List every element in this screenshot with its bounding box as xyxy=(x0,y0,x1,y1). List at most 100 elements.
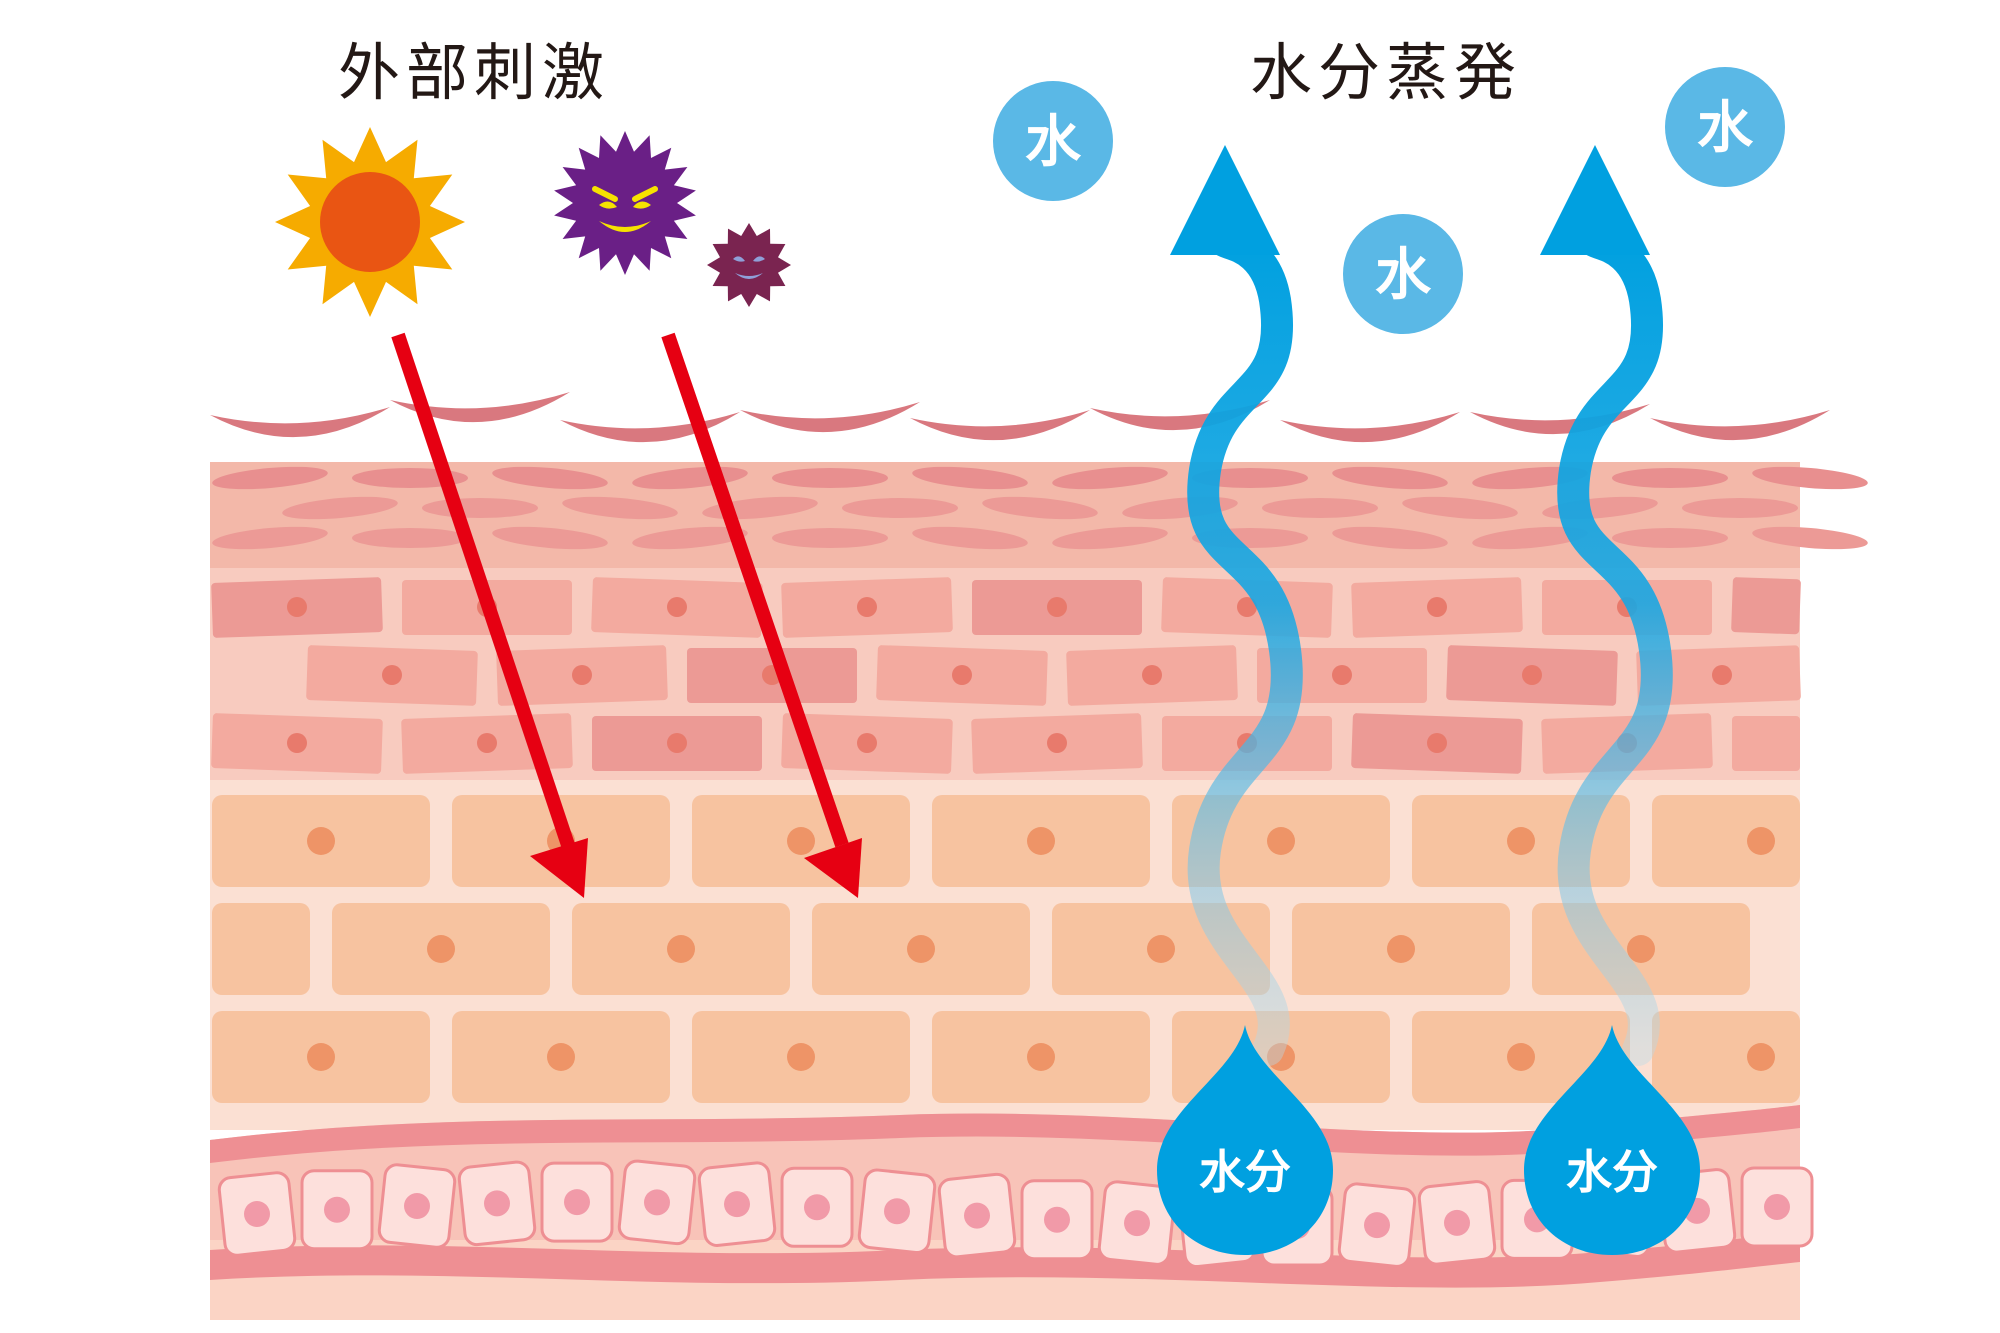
horny-cell xyxy=(1752,526,1868,550)
horny-cell xyxy=(422,498,538,518)
cell-nucleus xyxy=(244,1201,270,1227)
horny-cell xyxy=(1262,498,1378,518)
cell-nucleus xyxy=(1387,935,1415,963)
cell-nucleus xyxy=(857,733,877,753)
horny-cell xyxy=(212,526,328,550)
cell-nucleus xyxy=(484,1190,510,1217)
cell-nucleus xyxy=(787,827,815,855)
flake-cell xyxy=(1090,400,1270,431)
virus-icon xyxy=(554,131,696,275)
cell-nucleus xyxy=(572,665,592,685)
horny-cell xyxy=(772,528,888,548)
spinous-cell xyxy=(212,903,310,995)
water-drop-icon: 水分 xyxy=(1524,1025,1700,1255)
cell-nucleus xyxy=(1747,1043,1775,1071)
horny-cell xyxy=(1612,468,1728,488)
cell-nucleus xyxy=(1124,1210,1150,1237)
horny-cell xyxy=(912,526,1028,550)
horny-cell xyxy=(282,496,398,520)
horny-cell xyxy=(1682,498,1798,518)
cell-nucleus xyxy=(287,733,307,753)
external-stimulus-title: 外部刺激 xyxy=(338,36,611,109)
water-bubble: 水 xyxy=(1665,67,1785,187)
flake-cell xyxy=(390,392,570,423)
cell-nucleus xyxy=(287,597,307,617)
cell-nucleus xyxy=(1427,597,1447,617)
cell-nucleus xyxy=(1427,733,1447,753)
horny-cell xyxy=(842,498,958,518)
horny-cell xyxy=(1402,496,1518,520)
cell-nucleus xyxy=(667,935,695,963)
sun-icon xyxy=(275,127,465,317)
cell-nucleus xyxy=(324,1196,350,1223)
water-bubble: 水 xyxy=(993,81,1113,201)
water-bubble-label: 水 xyxy=(1697,96,1754,161)
cell-nucleus xyxy=(477,733,497,753)
water-drop-label: 水分 xyxy=(1566,1145,1658,1199)
horny-cell xyxy=(1192,468,1308,488)
water-bubble-label: 水 xyxy=(1025,110,1082,175)
water-drop-label: 水分 xyxy=(1199,1145,1291,1199)
horny-cell xyxy=(912,466,1028,490)
granular-cell xyxy=(1732,716,1800,771)
cell-nucleus xyxy=(1142,665,1162,685)
spinous-cell xyxy=(1652,1011,1800,1103)
horny-cell xyxy=(1052,466,1168,490)
flake-cell xyxy=(560,412,740,443)
granular-cell xyxy=(1731,577,1801,635)
cell-nucleus xyxy=(1444,1209,1470,1236)
cell-nucleus xyxy=(427,935,455,963)
horny-cell xyxy=(1052,526,1168,550)
horny-cell xyxy=(982,496,1098,520)
cell-nucleus xyxy=(787,1043,815,1071)
granular-layer-cells xyxy=(211,577,1801,774)
cell-nucleus xyxy=(1507,827,1535,855)
cell-nucleus xyxy=(907,935,935,963)
cell-nucleus xyxy=(724,1191,750,1218)
cell-nucleus xyxy=(564,1189,590,1216)
water-arrow-icon xyxy=(1540,145,1673,1066)
water-bubble-label: 水 xyxy=(1375,243,1432,308)
cell-nucleus xyxy=(644,1189,670,1216)
horny-cell xyxy=(562,496,678,520)
cell-nucleus xyxy=(1044,1206,1070,1233)
red-arrow-icon xyxy=(661,332,862,898)
cell-nucleus xyxy=(667,597,687,617)
cell-nucleus xyxy=(1712,665,1732,685)
cell-nucleus xyxy=(1507,1043,1535,1071)
cell-nucleus xyxy=(952,665,972,685)
horny-cell xyxy=(1472,526,1588,550)
cell-nucleus xyxy=(964,1202,990,1229)
horny-cell xyxy=(212,466,328,490)
cell-nucleus xyxy=(884,1198,910,1225)
cell-nucleus xyxy=(307,827,335,855)
evaporation-title: 水分蒸発 xyxy=(1250,36,1523,109)
flake-cell xyxy=(1470,404,1650,435)
cell-nucleus xyxy=(857,597,877,617)
flake-cell xyxy=(1650,410,1830,441)
cell-nucleus xyxy=(1267,827,1295,855)
horny-layer-cells xyxy=(212,466,1868,550)
cell-nucleus xyxy=(667,733,687,753)
flake-cell xyxy=(1280,412,1460,443)
cell-nucleus xyxy=(1027,1043,1055,1071)
water-bubble: 水 xyxy=(1343,214,1463,334)
horny-cell xyxy=(772,468,888,488)
flake-cell xyxy=(910,410,1090,441)
cell-nucleus xyxy=(404,1193,430,1220)
cell-nucleus xyxy=(307,1043,335,1071)
cell-nucleus xyxy=(1364,1212,1390,1239)
flake-cell xyxy=(210,407,390,438)
cell-nucleus xyxy=(1332,665,1352,685)
small-virus-icon xyxy=(707,223,791,307)
cell-nucleus xyxy=(1747,827,1775,855)
horny-cell xyxy=(1332,466,1448,490)
water-drop-icon: 水分 xyxy=(1157,1025,1333,1255)
horny-cell xyxy=(492,526,608,550)
cell-nucleus xyxy=(1147,935,1175,963)
spinous-cell xyxy=(1652,795,1800,887)
horny-cell xyxy=(1612,528,1728,548)
cell-nucleus xyxy=(1627,935,1655,963)
horny-cell xyxy=(1332,526,1448,550)
